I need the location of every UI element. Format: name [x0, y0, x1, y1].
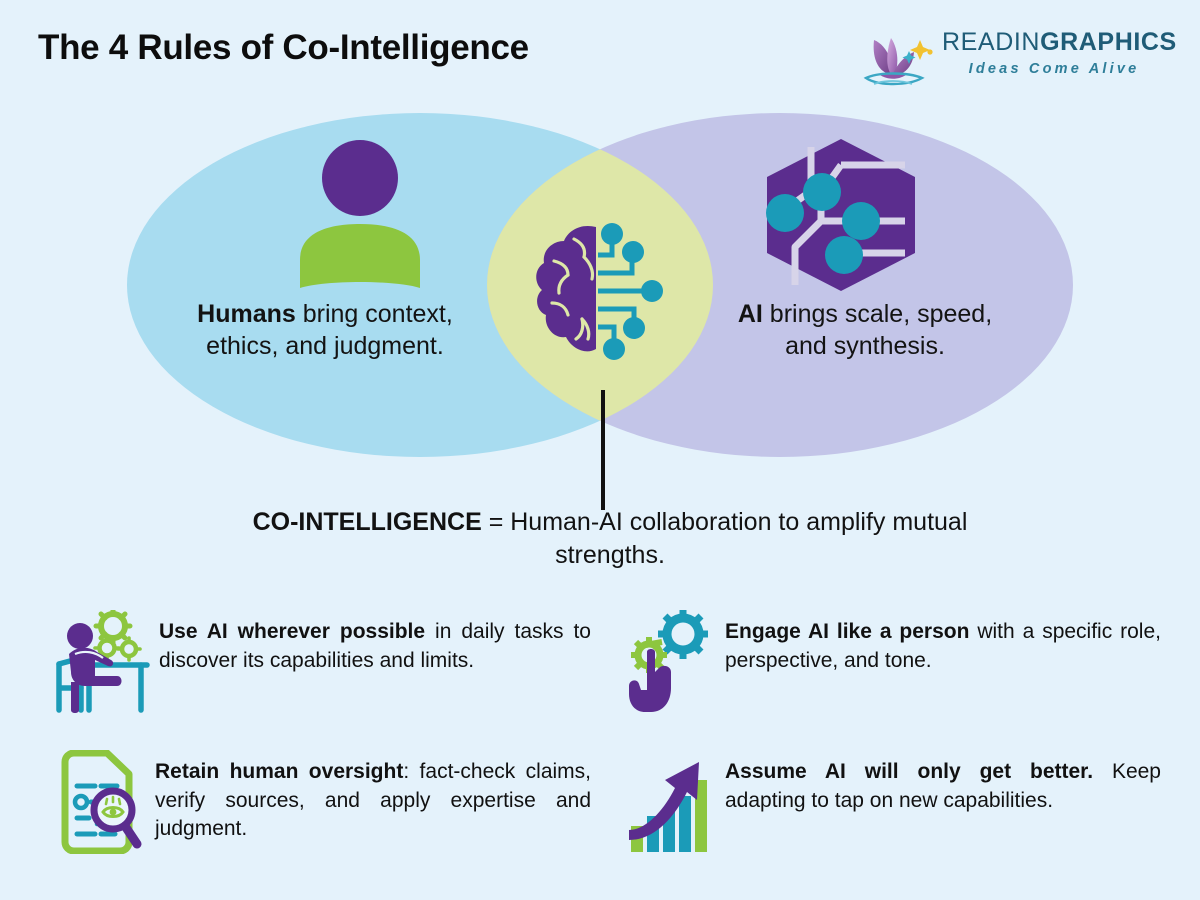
- ai-hexagon-network-icon: [755, 135, 927, 295]
- brand-logo: READINGRAPHICS Ideas Come Alive: [860, 26, 1176, 92]
- rule-item-3: Retain human oversight: fact-check claim…: [55, 749, 595, 890]
- venn-right-label: AI brings scale, speed, and synthesis.: [715, 298, 1015, 362]
- venn-overlap-lens: [487, 113, 713, 457]
- header: The 4 Rules of Co-Intelligence: [0, 0, 1200, 110]
- rule-item-1: Use AI wherever possible in daily tasks …: [55, 606, 595, 750]
- logo-word-part2: GRAPHICS: [1040, 28, 1177, 56]
- caption-rest: = Human-AI collaboration to amplify mutu…: [481, 508, 968, 569]
- venn-left-label: Humans bring context, ethics, and judgme…: [175, 298, 475, 362]
- page-title: The 4 Rules of Co-Intelligence: [38, 28, 529, 67]
- venn-shapes: [127, 113, 1073, 457]
- rule-4-bold: Assume AI will only get better.: [725, 760, 1094, 783]
- logo-tagline: Ideas Come Alive: [968, 61, 1140, 77]
- brain-circuit-icon: [528, 215, 678, 375]
- person-icon: [295, 138, 425, 288]
- rule-1-bold: Use AI wherever possible: [159, 620, 426, 643]
- rule-text-3: Retain human oversight: fact-check claim…: [155, 750, 595, 844]
- logo-word-part1: READIN: [942, 28, 1041, 56]
- rule-2-bold: Engage AI like a person: [725, 620, 970, 643]
- logo-wordmark: READINGRAPHICS Ideas Come Alive: [942, 28, 1176, 78]
- growth-chart-arrow-icon: [625, 750, 717, 854]
- logo-word: READINGRAPHICS: [942, 28, 1176, 56]
- rule-text-1: Use AI wherever possible in daily tasks …: [159, 610, 595, 675]
- venn-left-label-bold: Humans: [197, 300, 296, 328]
- venn-diagram: Humans bring context, ethics, and judgme…: [0, 100, 1200, 510]
- caption-bold: CO-INTELLIGENCE: [252, 508, 482, 536]
- rule-text-4: Assume AI will only get better. Keep ada…: [725, 750, 1165, 815]
- rule-3-rest: : fact-check claims, verify sources, and…: [155, 760, 591, 841]
- rule-2-rest: with a specific role, perspective, and t…: [725, 620, 1161, 672]
- rule-text-2: Engage AI like a person with a specific …: [725, 610, 1165, 675]
- rules-grid: Use AI wherever possible in daily tasks …: [55, 606, 1165, 890]
- venn-right-label-rest: brings scale, speed, and synthesis.: [762, 300, 993, 360]
- rule-3-bold: Retain human oversight: [155, 760, 404, 783]
- document-magnifier-eye-icon: [55, 749, 147, 855]
- person-at-desk-gears-icon: [55, 606, 151, 714]
- rule-1-rest: in daily tasks to discover its capabilit…: [159, 620, 591, 672]
- rule-4-rest: Keep adapting to tap on new capabilities…: [725, 760, 1161, 812]
- hand-pointing-gears-icon: [625, 609, 717, 714]
- venn-right-label-bold: AI: [737, 300, 763, 328]
- rule-item-2: Engage AI like a person with a specific …: [625, 609, 1165, 750]
- co-intelligence-caption: CO-INTELLIGENCE = Human-AI collaboration…: [210, 506, 1010, 572]
- open-book-butterfly-icon: [860, 28, 938, 90]
- venn-left-label-rest: bring context, ethics, and judgment.: [206, 300, 453, 360]
- venn-connector-line: [601, 390, 605, 510]
- rule-item-4: Assume AI will only get better. Keep ada…: [625, 750, 1165, 890]
